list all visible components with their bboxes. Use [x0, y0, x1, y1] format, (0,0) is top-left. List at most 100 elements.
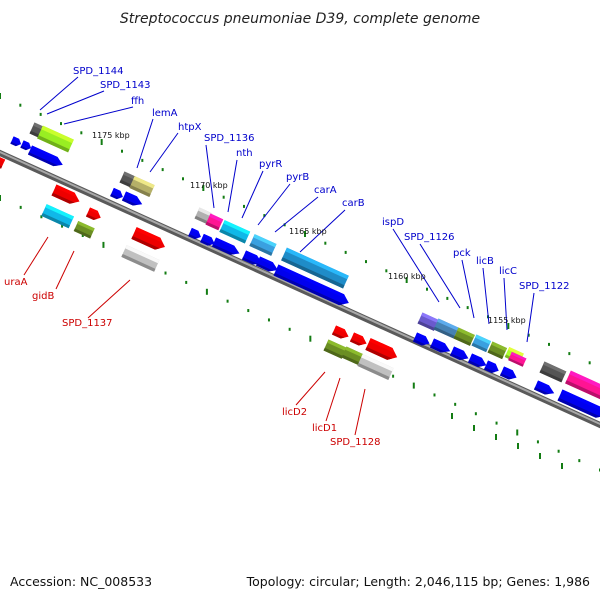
leader-line — [419, 243, 461, 309]
leader-line — [257, 183, 291, 226]
leader-line — [136, 118, 154, 169]
leader-line — [46, 90, 105, 115]
cds-plus-strand — [20, 140, 32, 151]
gene-plus-strand — [539, 361, 567, 383]
top-gene-labels: SPD_1144 SPD_1143 ffh lemA htpX SPD_1136… — [73, 66, 570, 292]
cds-minus-strand — [131, 227, 165, 250]
gene-plus-strand — [417, 312, 439, 331]
cds-plus-strand — [412, 332, 430, 346]
gene-minus-strand — [121, 245, 160, 272]
leader-line — [526, 292, 535, 343]
gene-label-gidB: gidB — [32, 291, 54, 302]
gene-plus-strand — [453, 327, 475, 346]
cds-plus-strand — [10, 136, 22, 147]
gene-minus-strand — [41, 204, 75, 229]
gene-label-spd1122: SPD_1122 — [519, 281, 570, 292]
cds-plus-strand — [429, 338, 451, 353]
cds-plus-strand — [273, 264, 349, 306]
cds-plus-strand — [483, 360, 499, 374]
cds-plus-strand — [27, 145, 63, 167]
cds-plus-strand — [211, 237, 240, 255]
cds-minus-strand — [365, 338, 398, 360]
gene-label-ispD: ispD — [382, 217, 404, 228]
gene-minus-strand — [357, 354, 394, 380]
gene-label-uraA: uraA — [4, 277, 28, 288]
kbp-label-1165: 1165 kbp — [289, 227, 327, 236]
gene-label-spd1143: SPD_1143 — [100, 80, 151, 91]
gene-features — [0, 122, 600, 418]
leader-line — [149, 132, 179, 173]
cds-plus-strand — [241, 250, 263, 265]
gene-label-nth: nth — [236, 148, 253, 159]
leader-line — [87, 279, 131, 319]
leader-line — [274, 196, 319, 233]
leader-line — [63, 106, 134, 125]
leader-line — [503, 277, 508, 331]
gene-plus-strand — [37, 125, 74, 153]
accession-text: Accession: NC_008533 — [10, 574, 152, 589]
gene-plus-strand — [249, 234, 277, 256]
cds-plus-strand — [499, 366, 517, 380]
gene-plus-strand — [508, 351, 527, 367]
leader-line — [295, 371, 326, 406]
cds-minus-strand — [0, 157, 6, 169]
cds-minus-strand — [349, 332, 367, 346]
gene-plus-strand — [281, 247, 349, 289]
kbp-label-1155: 1155 kbp — [488, 316, 526, 325]
kbp-label-1175: 1175 kbp — [92, 131, 130, 140]
cds-plus-strand — [200, 233, 215, 246]
gene-label-licC: licC — [499, 266, 517, 277]
gene-label-pyrB: pyrB — [286, 172, 309, 183]
gene-label-ffh: ffh — [131, 96, 144, 107]
gene-plus-strand — [219, 220, 251, 244]
gene-label-licD1: licD1 — [312, 423, 337, 434]
cds-plus-strand — [121, 191, 143, 206]
leader-line — [461, 259, 475, 319]
gene-label-spd1126: SPD_1126 — [404, 232, 455, 243]
bottom-gene-labels: uraA gidB SPD_1137 licD2 licD1 SPD_1128 — [4, 277, 381, 448]
leader-line — [325, 377, 341, 422]
cds-plus-strand — [110, 187, 123, 200]
gene-minus-strand — [73, 220, 95, 239]
cds-plus-strand — [557, 389, 600, 418]
gene-label-spd1128: SPD_1128 — [330, 437, 381, 448]
gene-label-carB: carB — [342, 198, 365, 209]
leader-line — [392, 228, 440, 303]
gene-plus-strand — [129, 176, 155, 198]
leader-line — [482, 267, 490, 325]
gene-plus-strand — [471, 334, 492, 353]
cds-plus-strand — [449, 346, 469, 361]
gene-label-spd1144: SPD_1144 — [73, 66, 124, 77]
kbp-label-1160: 1160 kbp — [388, 272, 426, 281]
cds-plus-strand — [533, 380, 555, 395]
leader-line — [354, 388, 366, 436]
kbp-label-1170: 1170 kbp — [190, 181, 228, 190]
leader-line — [23, 236, 49, 276]
cds-plus-strand — [188, 227, 201, 240]
cds-minus-strand — [331, 325, 349, 339]
gene-label-spd1136: SPD_1136 — [204, 133, 255, 144]
gene-plus-strand — [433, 318, 459, 339]
tick-guides — [0, 93, 600, 472]
leader-line — [299, 209, 346, 253]
gene-label-carA: carA — [314, 185, 337, 196]
leader-line — [227, 159, 238, 213]
genome-summary-text: Topology: circular; Length: 2,046,115 bp… — [246, 574, 590, 589]
gene-label-lemA: lemA — [152, 108, 178, 119]
leader-line — [205, 144, 215, 209]
gene-label-pck: pck — [453, 248, 471, 259]
map-title: Streptococcus pneumoniae D39, complete g… — [120, 11, 480, 27]
gene-plus-strand — [205, 213, 224, 231]
gene-plus-strand — [487, 341, 508, 360]
gene-label-htpX: htpX — [178, 122, 202, 133]
gene-label-spd1137: SPD_1137 — [62, 318, 113, 329]
gene-label-pyrR: pyrR — [259, 159, 282, 170]
genome-backbone — [0, 149, 600, 429]
gene-label-licD2: licD2 — [282, 407, 307, 418]
label-leaders — [23, 76, 535, 436]
cds-minus-strand — [85, 207, 101, 221]
gene-plus-strand — [565, 370, 600, 400]
leader-line — [39, 76, 79, 111]
gene-label-licB: licB — [476, 256, 494, 267]
